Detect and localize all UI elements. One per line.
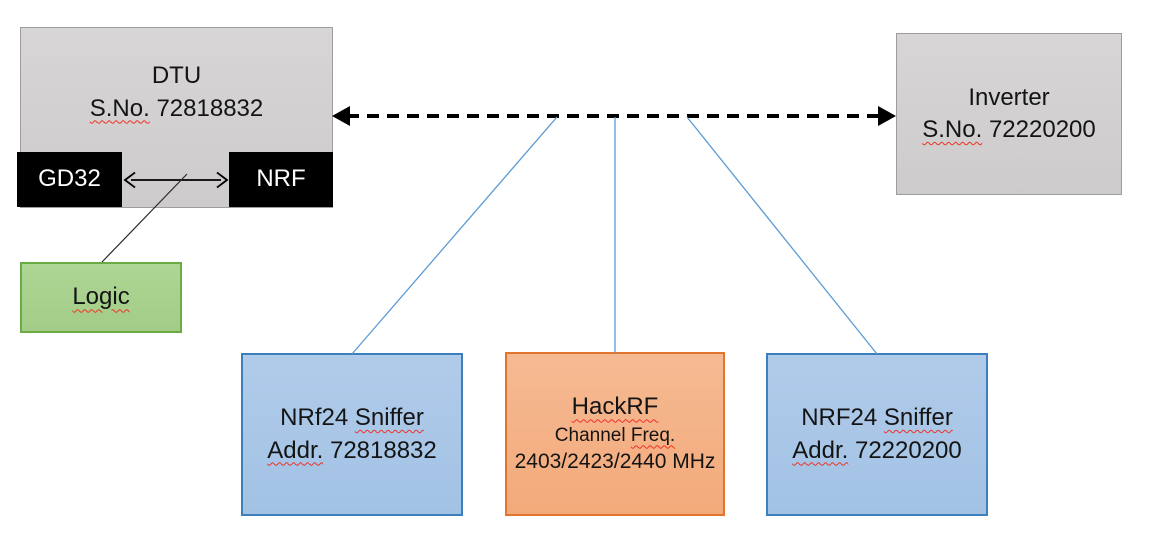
gd32-chip: GD32 [17, 152, 122, 207]
sniffer-right-title: NRF24 Sniffer [801, 404, 953, 432]
sniffer-left-connector [351, 116, 558, 355]
dtu-title: DTU [151, 62, 202, 90]
sniffer-left-box: NRf24 Sniffer Addr. 72818832 [241, 353, 463, 516]
rf-dashed-arrow [332, 106, 896, 126]
arrowhead-right-icon [878, 106, 896, 126]
inverter-box: Inverter S.No. 72220200 [896, 33, 1122, 195]
dtu-serial-label: S.No. [89, 94, 150, 122]
arrowhead-left-icon [332, 106, 350, 126]
inverter-serial-label: S.No. [922, 116, 983, 143]
hackrf-freq-label: Channel Freq. [554, 424, 676, 446]
sniffer-right-connector [686, 116, 878, 355]
logic-box: Logic [20, 262, 182, 333]
sniffer-right-box: NRF24 Sniffer Addr. 72220200 [766, 353, 988, 516]
inverter-serial-value: 72220200 [982, 116, 1096, 143]
inverter-title: Inverter [968, 83, 1050, 111]
hackrf-box: HackRF Channel Freq. 2403/2423/2440 MHz [505, 352, 725, 516]
logic-label: Logic [72, 283, 130, 311]
inverter-serial: S.No. 72220200 [922, 114, 1095, 146]
hackrf-channels: 2403/2423/2440 MHz [514, 450, 716, 474]
dtu-serial-value: 72818832 [149, 94, 264, 122]
gd32-label: GD32 [38, 165, 101, 193]
sniffer-left-title: NRf24 Sniffer [280, 404, 424, 432]
hackrf-title: HackRF [571, 393, 659, 421]
nrf-chip: NRF [229, 152, 333, 207]
nrf-label: NRF [256, 165, 306, 193]
dtu-serial: S.No. 72818832 [90, 93, 263, 125]
sniffer-left-addr: Addr. 72818832 [267, 436, 437, 464]
sniffer-right-addr: Addr. 72220200 [792, 436, 962, 464]
